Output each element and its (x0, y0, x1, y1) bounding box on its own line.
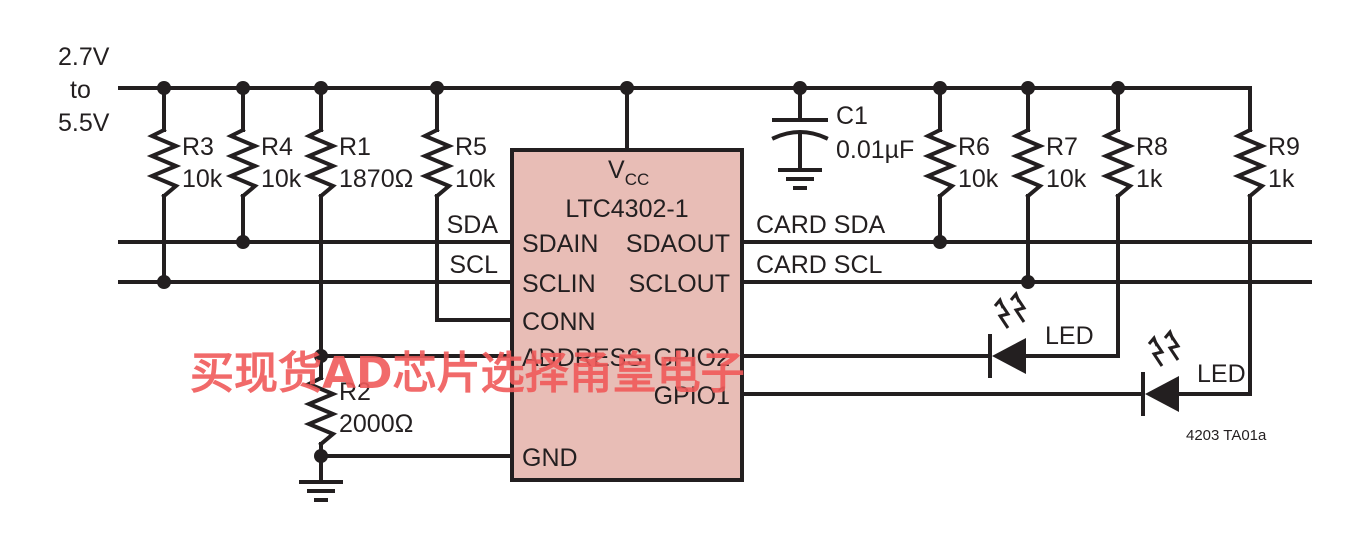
led-diode-1 (988, 291, 1027, 378)
r2-value: 2000Ω (339, 410, 413, 438)
pin-conn: CONN (522, 308, 596, 336)
ground-symbol-r2 (299, 480, 343, 502)
r7-name: R7 (1046, 133, 1078, 161)
r9-name: R9 (1268, 133, 1300, 161)
resistor-r3 (146, 127, 182, 199)
pin-address: ADDRESS (522, 344, 643, 372)
pin-gpio2: GPIO2 (654, 344, 730, 372)
sda-label: SDA (447, 211, 499, 239)
r5-value: 10k (455, 165, 496, 193)
resistor-r8 (1100, 127, 1136, 199)
pin-sclin: SCLIN (522, 270, 596, 298)
resistor-r4 (225, 127, 261, 199)
c1-value: 0.01µF (836, 136, 914, 164)
r1-value: 1870Ω (339, 165, 413, 193)
watermark-text: 买现货AD芯片选择甬皇电子 (190, 348, 745, 399)
r2-name: R2 (339, 378, 371, 406)
figure-id: 4203 TA01a (1186, 427, 1267, 444)
r8-value: 1k (1136, 165, 1163, 193)
card-sda-label: CARD SDA (756, 211, 886, 239)
r6-name: R6 (958, 133, 990, 161)
r3-name: R3 (182, 133, 214, 161)
ground-symbol-c1 (778, 168, 822, 190)
chip-vcc-label: VCC (608, 156, 649, 189)
pin-sdain: SDAIN (522, 230, 598, 258)
pin-gpio1: GPIO1 (654, 382, 730, 410)
r7-value: 10k (1046, 165, 1087, 193)
scl-label: SCL (449, 251, 498, 279)
r9-value: 1k (1268, 165, 1295, 193)
r8-name: R8 (1136, 133, 1168, 161)
supply-voltage-max: 5.5V (58, 109, 110, 137)
chip-part-number: LTC4302-1 (565, 195, 688, 223)
r4-value: 10k (261, 165, 302, 193)
r1-name: R1 (339, 133, 371, 161)
ltc4302-chip (510, 148, 744, 482)
r4-name: R4 (261, 133, 293, 161)
resistor-r1 (303, 127, 339, 199)
pin-sdaout: SDAOUT (626, 230, 730, 258)
junction-dots (157, 81, 1125, 463)
resistor-r5 (419, 127, 455, 199)
r6-value: 10k (958, 165, 999, 193)
resistor-r7 (1010, 127, 1046, 199)
led1-label: LED (1045, 322, 1094, 350)
resistor-r2 (303, 375, 339, 447)
pin-sclout: SCLOUT (629, 270, 730, 298)
card-scl-label: CARD SCL (756, 251, 883, 279)
r3-value: 10k (182, 165, 223, 193)
r5-name: R5 (455, 133, 487, 161)
resistor-r6 (922, 127, 958, 199)
supply-voltage-to: to (70, 76, 91, 104)
resistor-r9 (1232, 127, 1268, 199)
led-diode-2 (1141, 329, 1181, 416)
c1-name: C1 (836, 102, 868, 130)
led2-label: LED (1197, 360, 1246, 388)
supply-voltage-min: 2.7V (58, 43, 110, 71)
pin-gnd: GND (522, 444, 578, 472)
capacitor-c1 (771, 118, 829, 141)
